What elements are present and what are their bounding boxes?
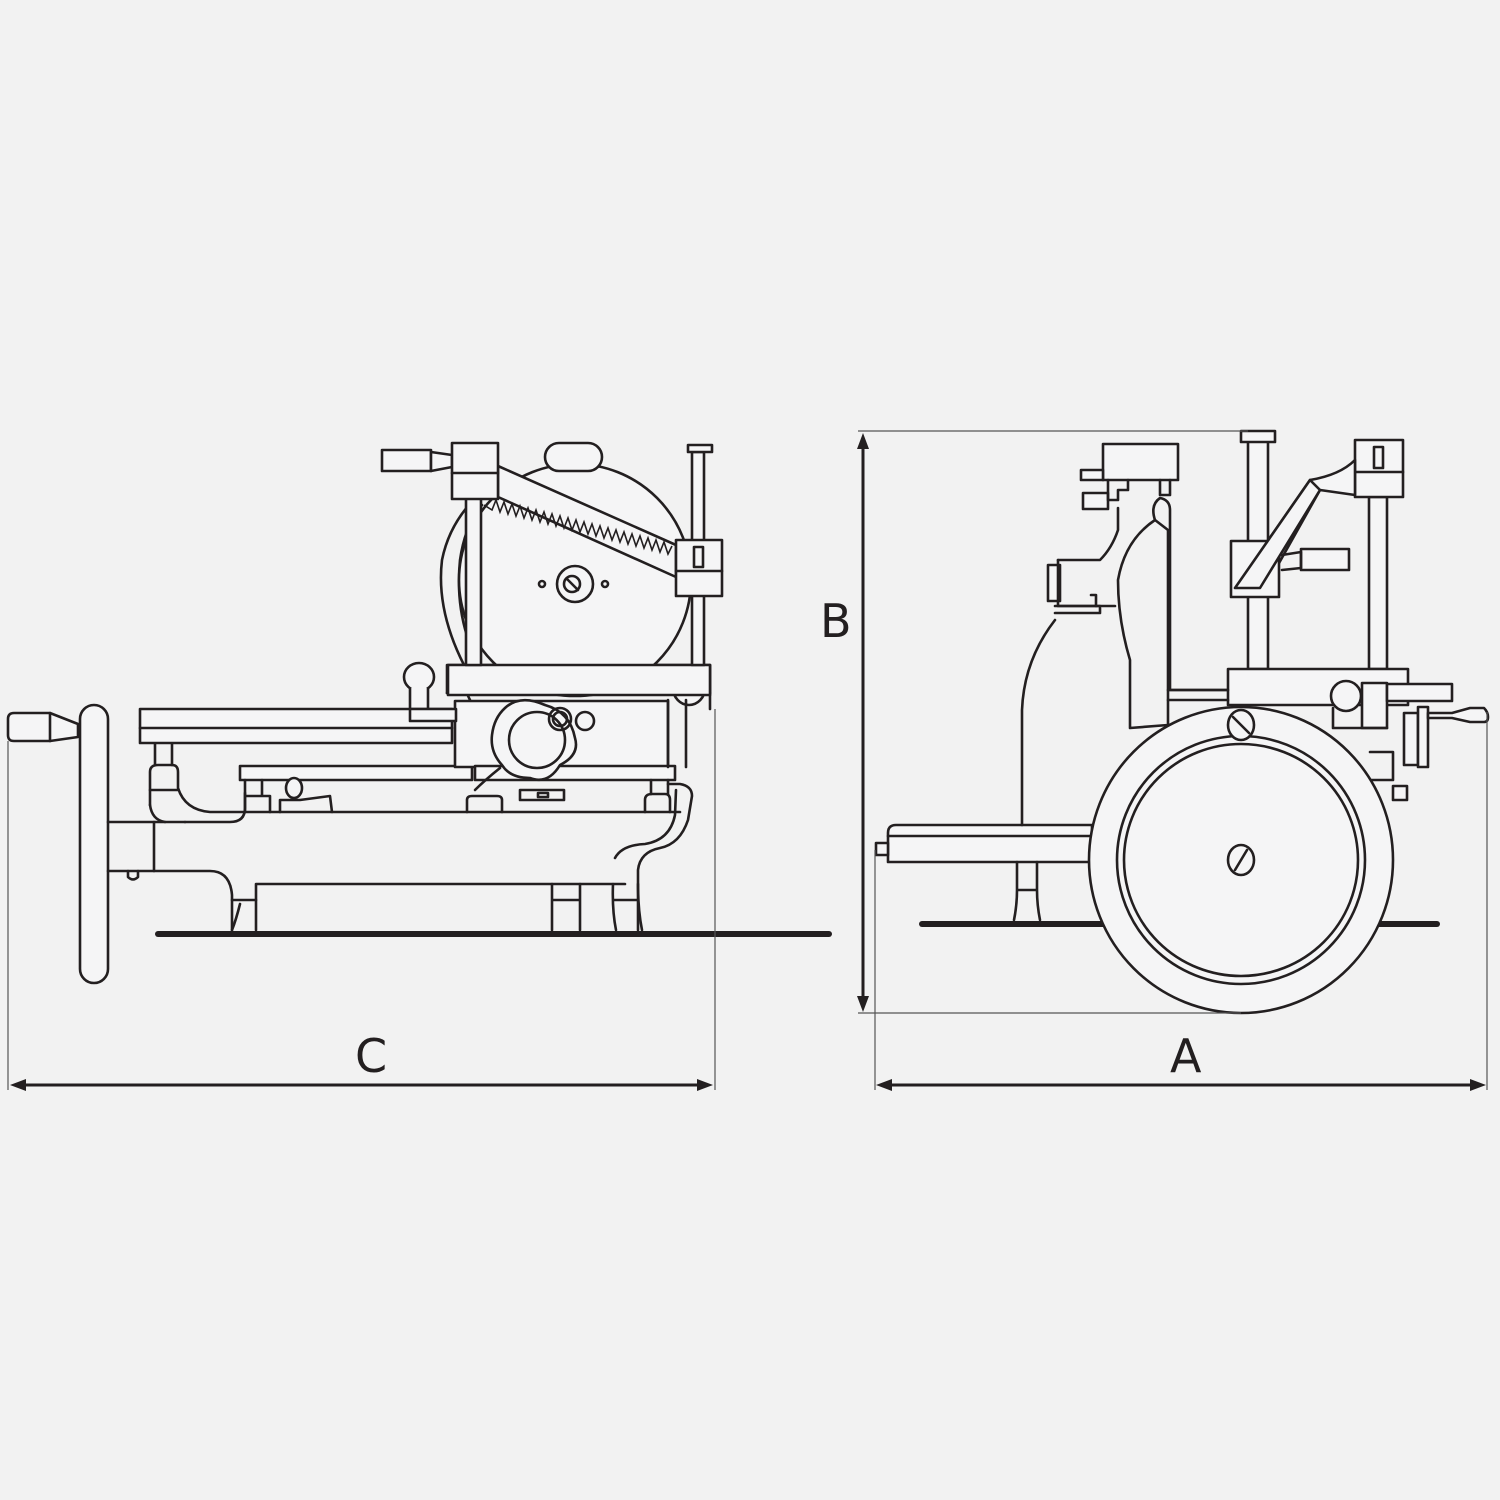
dimension-b-label: B (820, 594, 852, 648)
carriage-rail (238, 764, 474, 782)
flywheel-edge-side (78, 703, 110, 985)
dimension-b-arrow (857, 433, 869, 1012)
side-view (6, 441, 832, 1090)
dimension-c-arrow (10, 1079, 713, 1091)
front-view (858, 429, 1490, 1090)
crank-handle-grip (6, 711, 80, 743)
dimension-a-arrow (876, 1079, 1486, 1091)
dimension-c-label: C (355, 1029, 388, 1083)
carriage-table (138, 707, 454, 745)
sharpener-handle-block (450, 441, 500, 501)
dimension-a-label: A (1170, 1029, 1202, 1083)
